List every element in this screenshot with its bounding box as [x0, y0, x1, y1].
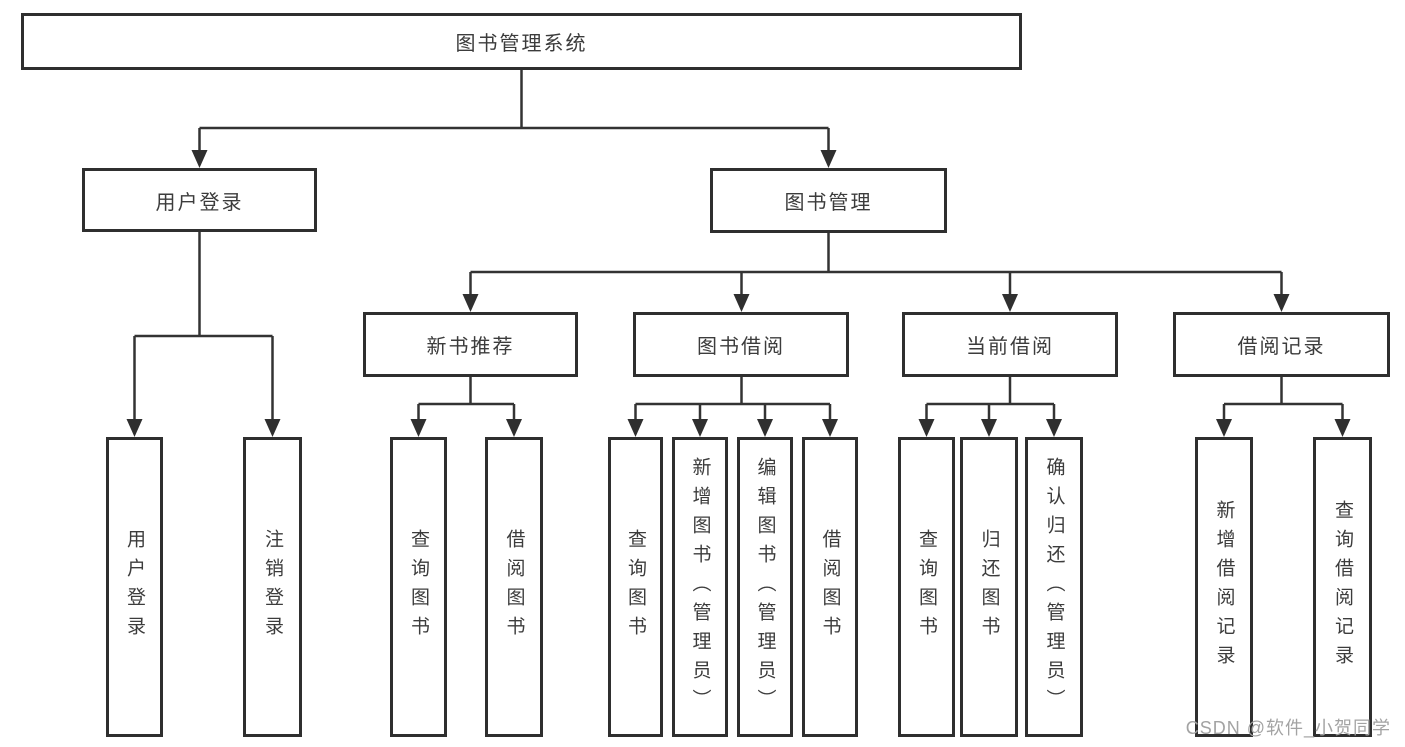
csdn-watermark: CSDN @软件_小贺同学	[1185, 718, 1391, 738]
leaf-logout: 注销登录	[243, 437, 302, 737]
node-label: 归还图书	[978, 529, 1000, 645]
node-label: 查询图书	[408, 529, 429, 645]
node-label: 编辑图书（管理员）	[754, 456, 776, 718]
node-label: 图书管理	[784, 192, 873, 214]
node-library-management-system: 图书管理系统	[21, 13, 1022, 70]
leaf-add-borrow-record: 新增借阅记录	[1195, 437, 1253, 737]
node-label: 图书借阅	[697, 336, 785, 358]
edge-root-to-level1	[198, 70, 830, 156]
node-label: 查询图书	[625, 529, 646, 645]
node-label: 查询借阅记录	[1332, 500, 1353, 674]
edge-book-borrow-children	[634, 377, 832, 425]
node-label: 新增借阅记录	[1213, 500, 1235, 674]
edge-current-borrow-children	[925, 377, 1056, 425]
leaf-user-login: 用户登录	[106, 437, 163, 737]
node-current-borrowing: 当前借阅	[902, 312, 1118, 377]
leaf-query-books-borrow: 查询图书	[608, 437, 663, 737]
leaf-query-borrow-record: 查询借阅记录	[1313, 437, 1372, 737]
node-book-management: 图书管理	[710, 168, 947, 233]
leaf-confirm-return-admin: 确认归还（管理员）	[1025, 437, 1083, 737]
leaf-return-books: 归还图书	[960, 437, 1018, 737]
node-label: 借阅记录	[1237, 336, 1326, 358]
edge-user-login-children	[133, 232, 274, 425]
node-label: 新增图书（管理员）	[689, 456, 711, 718]
edge-borrow-record-children	[1222, 377, 1344, 425]
node-label: 用户登录	[124, 529, 145, 645]
edge-new-book-children	[417, 377, 516, 425]
edge-book-mgmt-to-level2	[469, 233, 1283, 300]
node-label: 借阅图书	[819, 529, 841, 645]
node-new-book-recommendation: 新书推荐	[363, 312, 578, 377]
leaf-add-books-admin: 新增图书（管理员）	[672, 437, 728, 737]
node-label: 当前借阅	[966, 336, 1054, 358]
leaf-edit-books-admin: 编辑图书（管理员）	[737, 437, 793, 737]
node-borrowing-records: 借阅记录	[1173, 312, 1390, 377]
node-label: 注销登录	[262, 529, 283, 645]
node-book-borrowing: 图书借阅	[633, 312, 849, 377]
leaf-query-books-current: 查询图书	[898, 437, 955, 737]
node-label: 新书推荐	[426, 336, 515, 358]
node-label: 确认归还（管理员）	[1043, 456, 1065, 718]
leaf-borrow-books: 借阅图书	[802, 437, 858, 737]
leaf-query-books-recommend: 查询图书	[390, 437, 447, 737]
node-user-login: 用户登录	[82, 168, 317, 232]
node-label: 借阅图书	[503, 529, 525, 645]
node-label: 图书管理系统	[455, 33, 588, 55]
node-label: 用户登录	[155, 191, 244, 214]
leaf-borrow-books-recommend: 借阅图书	[485, 437, 543, 737]
node-label: 查询图书	[916, 529, 937, 645]
